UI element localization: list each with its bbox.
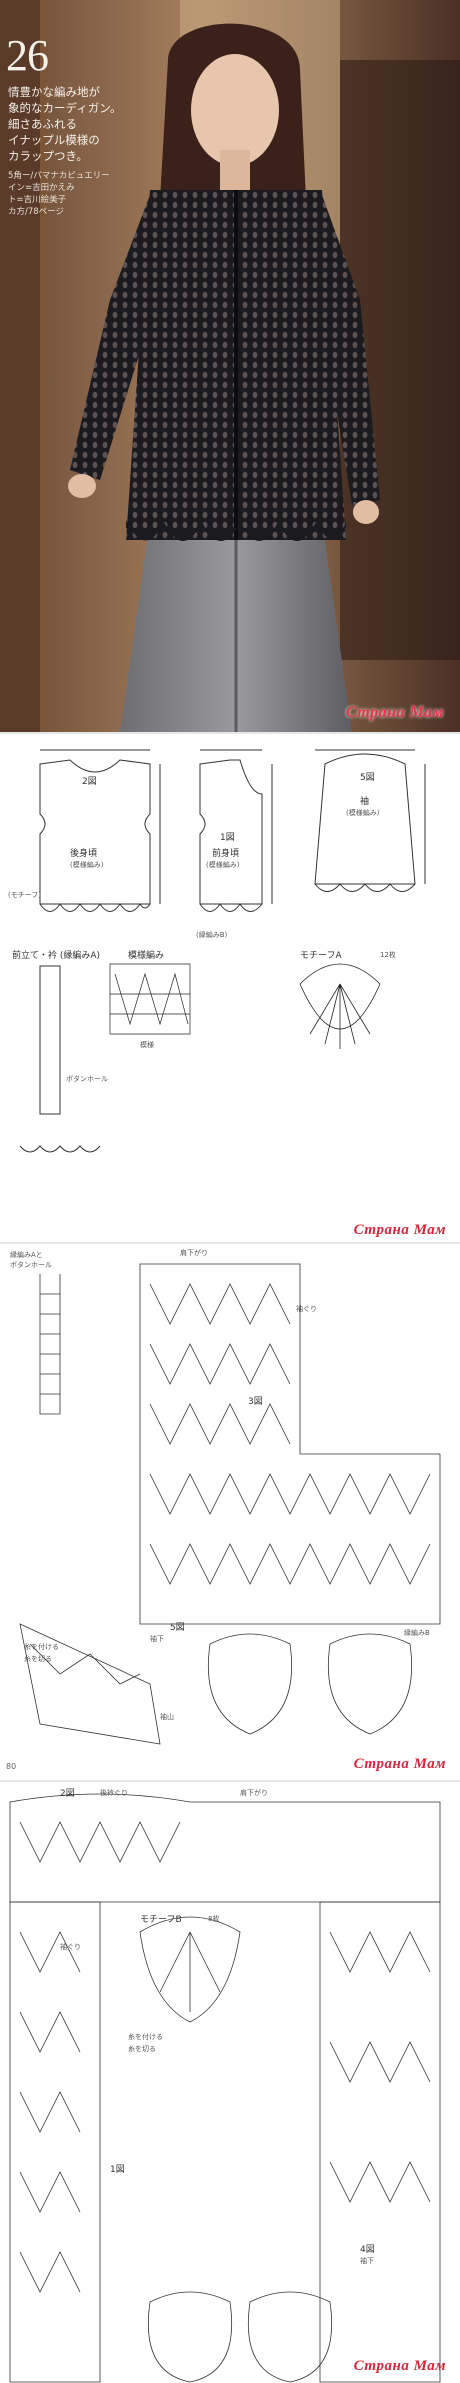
cardigan-photo (0, 0, 460, 732)
page-number: 80 (6, 1762, 17, 1771)
legend-attach-yarn: 糸を付ける (128, 2033, 163, 2041)
motif-label: (モチーフ) (8, 891, 42, 899)
chart-panel-front: 縁編みAと ボタンホール 肩下がり 袖ぐり 3図 5図 袖山 袖下 縁編みB 糸… (0, 1244, 460, 1780)
credits-text: 5角ー/パマナカピュエリー イン=吉田かえみ ト=吉川絵美子 カ方/78ページ (8, 171, 110, 217)
sleeve-cap-label: 袖山 (160, 1713, 174, 1721)
front-piece-label: 前身頃 (212, 849, 240, 859)
motif-a-count: 12枚 (380, 951, 396, 959)
motif-b-count: 8枚 (208, 1915, 220, 1923)
motif-b-label: モチーフB (140, 1915, 182, 1925)
edge-label: 縁編みB (404, 1629, 430, 1637)
watermark: Страна Мам (353, 1756, 446, 1772)
back-neck-label: 後衿ぐり (100, 1789, 128, 1797)
front-piece-number: 1図 (110, 2165, 125, 2175)
chart-panel-back: 2図 後衿ぐり 肩下がり 袖ぐり モチーフB 8枚 糸を付ける 糸を切る 1図 … (0, 1782, 460, 2383)
buttonhole-label: ボタンホール (66, 1075, 108, 1083)
shoulder-label: 肩下がり (240, 1789, 268, 1797)
crochet-chart (9, 1793, 441, 2383)
sleeve-piece-number: 5図 (360, 773, 375, 783)
piece-number: 3図 (248, 1397, 263, 1407)
pattern-number: 26 (6, 31, 49, 80)
description-text: 情豊かな編み地が 象的なカーディガン。 細さあふれる イナップル模様の カラップ… (8, 85, 122, 163)
bottom-edge-label: (縁編みB) (196, 931, 228, 939)
photo-panel: 26 情豊かな編み地が 象的なカーディガン。 細さあふれる イナップル模様の カ… (0, 0, 460, 732)
pattern-label: 模様編み (128, 951, 165, 961)
sleeve-piece-number: 4図 (360, 2245, 375, 2255)
schematic-panel: 2図 後身頃 (模様編み) 1図 前身頃 (模様編み) 5図 袖 (模様編み) … (0, 734, 460, 1242)
band-label: 前立て・衿 (縁編みA) (12, 951, 101, 961)
back-piece-number: 2図 (82, 777, 97, 787)
divider (0, 1242, 460, 1244)
watermark: Страна Мам (353, 1222, 446, 1238)
sleeve-piece-label: 袖 (360, 797, 370, 807)
back-piece-label: 後身頃 (70, 849, 98, 859)
piece-number: 2図 (60, 1789, 75, 1799)
sleeve-bottom-label: 袖下 (150, 1635, 164, 1643)
watermark: Страна Мам (345, 704, 444, 721)
schematic-drawing (19, 749, 426, 1153)
legend-attach-yarn: 糸を付ける (24, 1643, 59, 1651)
sleeve-number: 5図 (170, 1623, 185, 1633)
armhole-label: 袖ぐり (296, 1305, 317, 1313)
front-piece-sublabel: (模様編み) (206, 861, 240, 869)
repeat-label: 模様 (140, 1041, 154, 1049)
legend-cut-yarn: 糸を切る (24, 1655, 52, 1663)
sleeve-piece-sublabel: (模様編み) (346, 809, 380, 817)
armhole-label: 袖ぐり (60, 1943, 81, 1951)
band-chart-title: 縁編みAと ボタンホール (10, 1251, 52, 1269)
back-piece-sublabel: (模様編み) (70, 861, 104, 869)
crochet-chart (19, 1263, 441, 1745)
divider (0, 1780, 460, 1782)
shoulder-label: 肩下がり (180, 1249, 208, 1257)
motif-a-label: モチーフA (300, 951, 342, 961)
sleeve-bottom-label: 袖下 (360, 2257, 374, 2265)
legend-cut-yarn: 糸を切る (128, 2045, 156, 2053)
divider (0, 732, 460, 734)
front-piece-number: 1図 (220, 833, 235, 843)
watermark: Страна Мам (353, 2358, 446, 2374)
